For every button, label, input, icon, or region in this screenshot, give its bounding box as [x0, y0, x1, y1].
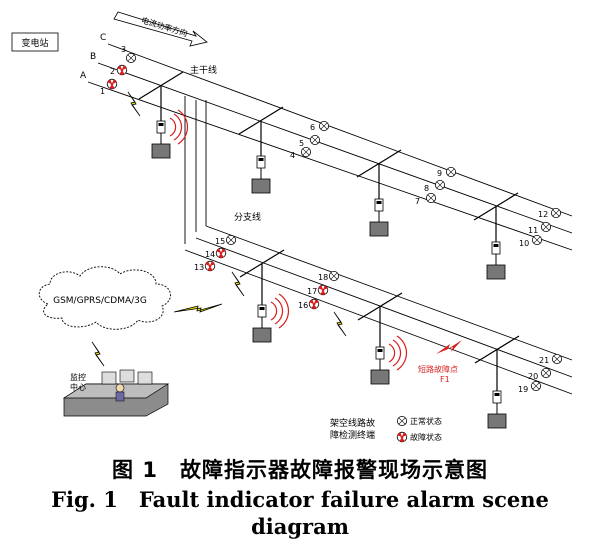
indicator-9-normal-icon	[445, 166, 457, 178]
indicator-6-label: 6	[310, 123, 315, 132]
indicator-15-label: 15	[215, 237, 225, 246]
indicator-4-label: 4	[290, 151, 295, 160]
figure-caption-cn: 图 1 故障指示器故障报警现场示意图	[112, 458, 488, 482]
network-cloud	[38, 266, 171, 330]
indicator-14-label: 14	[205, 250, 215, 259]
indicator-14-fault-icon	[215, 247, 227, 259]
phase-b-label: B	[90, 52, 96, 62]
monitor-center-illustration	[62, 369, 170, 417]
branch-poles	[239, 249, 520, 394]
indicator-8-label: 8	[424, 184, 429, 193]
indicator-13-fault-icon	[204, 260, 216, 272]
indicator-2-label: 2	[110, 67, 115, 76]
indicator-1-label: 1	[100, 87, 105, 96]
phase-c-label: C	[100, 33, 106, 43]
legend-terminal-1: 架空线路故	[330, 417, 375, 429]
terminal-main-4	[486, 241, 506, 280]
fault-point-id: F1	[440, 375, 450, 384]
indicator-4-normal-icon	[300, 146, 312, 158]
indicator-19-label: 19	[518, 385, 528, 394]
indicator-15-normal-icon	[225, 234, 237, 246]
indicator-16-label: 16	[298, 301, 308, 310]
indicator-11-label: 11	[528, 226, 538, 235]
indicator-13-label: 13	[194, 263, 204, 272]
terminal-main-2	[251, 155, 271, 194]
legend-terminal-2: 障检测终端	[330, 429, 375, 441]
indicator-12-label: 12	[538, 210, 548, 219]
branch-line-label: 分支线	[234, 211, 261, 223]
phase-a-label: A	[80, 71, 87, 81]
figure-caption-en: Fig. 1 Fault indicator failure alarm sce…	[51, 487, 549, 539]
bolt-network	[91, 341, 105, 367]
indicator-6-normal-icon	[318, 121, 330, 132]
fault-alarm-diagram: 变电站 电流功率方向 C B A	[11, 11, 573, 443]
indicator-17-label: 17	[307, 287, 317, 296]
indicator-3-normal-icon	[126, 53, 137, 63]
indicator-20-normal-icon	[541, 367, 551, 379]
power-flow-arrow	[113, 11, 208, 47]
main-line-label: 主干线	[190, 64, 217, 76]
legend-normal-label: 正常状态	[410, 416, 442, 426]
indicator-19-normal-icon	[531, 380, 541, 392]
bolt-branch-2	[333, 311, 347, 337]
legend-normal-icon	[396, 415, 408, 427]
network-label: GSM/GPRS/CDMA/3G	[53, 296, 147, 306]
indicator-2-fault-icon	[116, 64, 128, 76]
terminal-branch-1	[252, 304, 272, 343]
indicator-18-normal-icon	[328, 270, 340, 282]
indicator-21-normal-icon	[552, 353, 562, 365]
legend-fault-icon	[396, 431, 408, 443]
indicator-21-label: 21	[539, 356, 549, 365]
indicator-12-normal-icon	[551, 207, 561, 219]
monitor-center-label-2: 中心	[70, 382, 86, 392]
substation-label: 变电站	[21, 37, 48, 49]
terminal-main-1	[151, 120, 171, 159]
indicator-20-label: 20	[528, 372, 538, 381]
main-line-wires	[87, 43, 573, 251]
fault-point-label: 短路故障点	[418, 364, 458, 374]
branch-line-wires	[184, 225, 573, 395]
terminal-branch-3	[487, 390, 507, 429]
terminal-main-3	[369, 198, 389, 237]
monitor-center-label-1: 监控	[70, 372, 86, 382]
legend-fault-label: 故障状态	[410, 432, 442, 442]
power-flow-label: 电流功率方向	[140, 15, 189, 39]
bolt-to-cloud	[173, 303, 223, 313]
indicator-5-label: 5	[299, 139, 304, 148]
branch-connectors	[184, 96, 207, 244]
signal-waves	[169, 109, 407, 371]
indicator-17-fault-icon	[317, 284, 329, 296]
indicator-9-label: 9	[437, 169, 442, 178]
indicator-5-normal-icon	[309, 134, 321, 146]
terminal-branch-2	[370, 346, 390, 385]
indicator-10-label: 10	[519, 239, 529, 248]
indicator-7-normal-icon	[425, 192, 437, 204]
substation-box	[11, 32, 59, 52]
indicator-16-fault-icon	[308, 298, 320, 310]
bolt-main	[127, 91, 141, 117]
indicator-7-label: 7	[415, 197, 420, 206]
indicator-10-normal-icon	[532, 234, 542, 246]
indicator-18-label: 18	[318, 273, 328, 282]
short-circuit-fault	[436, 340, 462, 354]
indicator-3-label: 3	[121, 45, 126, 54]
indicator-11-normal-icon	[541, 221, 551, 233]
indicator-8-normal-icon	[434, 179, 446, 191]
legend: 架空线路故 障检测终端 正常状态 故障状态	[330, 415, 442, 443]
indicator-1-fault-icon	[106, 78, 118, 90]
